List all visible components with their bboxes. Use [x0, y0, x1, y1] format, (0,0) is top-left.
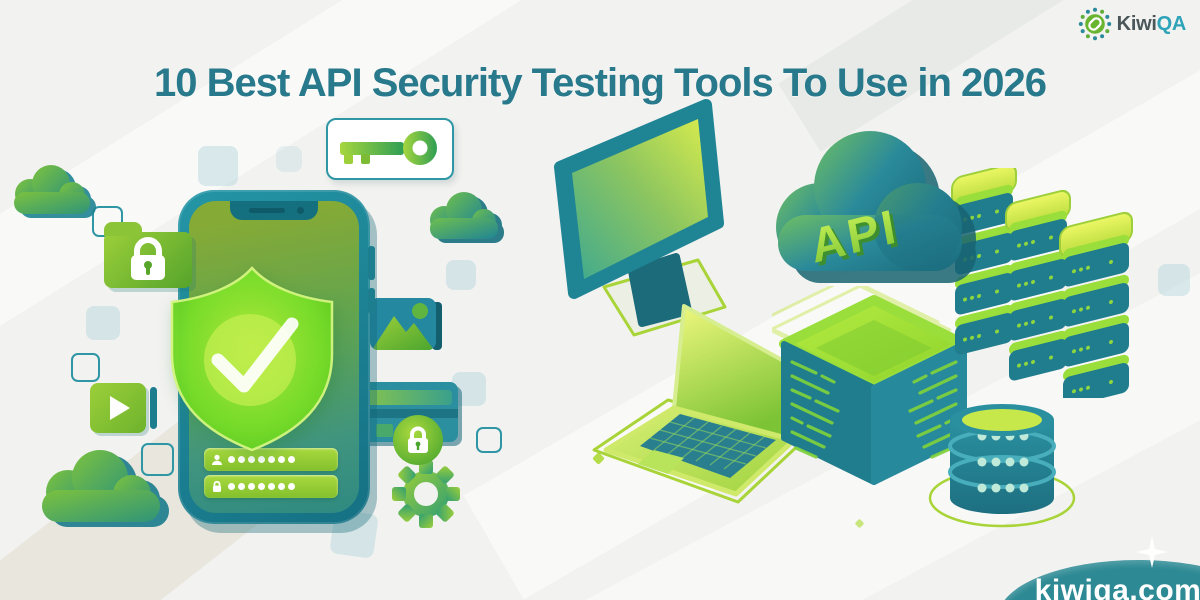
lock-icon: [213, 480, 221, 492]
brand-name-second: QA: [1156, 12, 1187, 35]
masked-password-dots: [228, 483, 295, 490]
play-button-icon: [90, 383, 157, 433]
play-triangle: [110, 396, 130, 420]
shield-check-icon: [170, 266, 334, 452]
phone-camera: [297, 207, 304, 214]
accent-square: [446, 260, 476, 290]
masked-username-dots: [228, 456, 295, 463]
sparkle-icon: [1136, 536, 1168, 568]
website-url: kiwiqa.com: [1034, 574, 1200, 600]
accent-square: [1158, 264, 1190, 296]
brand-name-first: Kiwi: [1116, 12, 1157, 35]
green-speck: [854, 518, 865, 529]
accent-square: [86, 306, 120, 340]
cloud-icon: [14, 165, 96, 218]
cloud-icon: [430, 192, 504, 243]
outline-square: [71, 353, 100, 382]
phone-notch: [230, 201, 318, 220]
lock-badge-icon: [393, 415, 443, 465]
phone-speaker: [249, 208, 285, 213]
key-icon: [340, 131, 437, 165]
outline-square: [476, 427, 502, 453]
database: [928, 404, 1076, 528]
password-field: [204, 475, 338, 498]
phone-side-button: [368, 288, 375, 314]
kiwiqa-logo-text: KiwiQA: [1116, 12, 1187, 36]
image-icon: [370, 298, 442, 350]
key-card: [326, 118, 454, 180]
phone-side-button: [368, 246, 375, 280]
api-cloud: API API: [776, 131, 976, 283]
accent-square: [276, 146, 302, 172]
gear-icon: [392, 460, 460, 528]
outline-square: [141, 443, 174, 476]
page-title: 10 Best API Security Testing Tools To Us…: [153, 60, 1047, 105]
kiwiqa-logo-mark link-icon: [1078, 7, 1111, 41]
kiwiqa-logo: KiwiQA: [1078, 7, 1186, 41]
accent-square: [198, 146, 238, 186]
